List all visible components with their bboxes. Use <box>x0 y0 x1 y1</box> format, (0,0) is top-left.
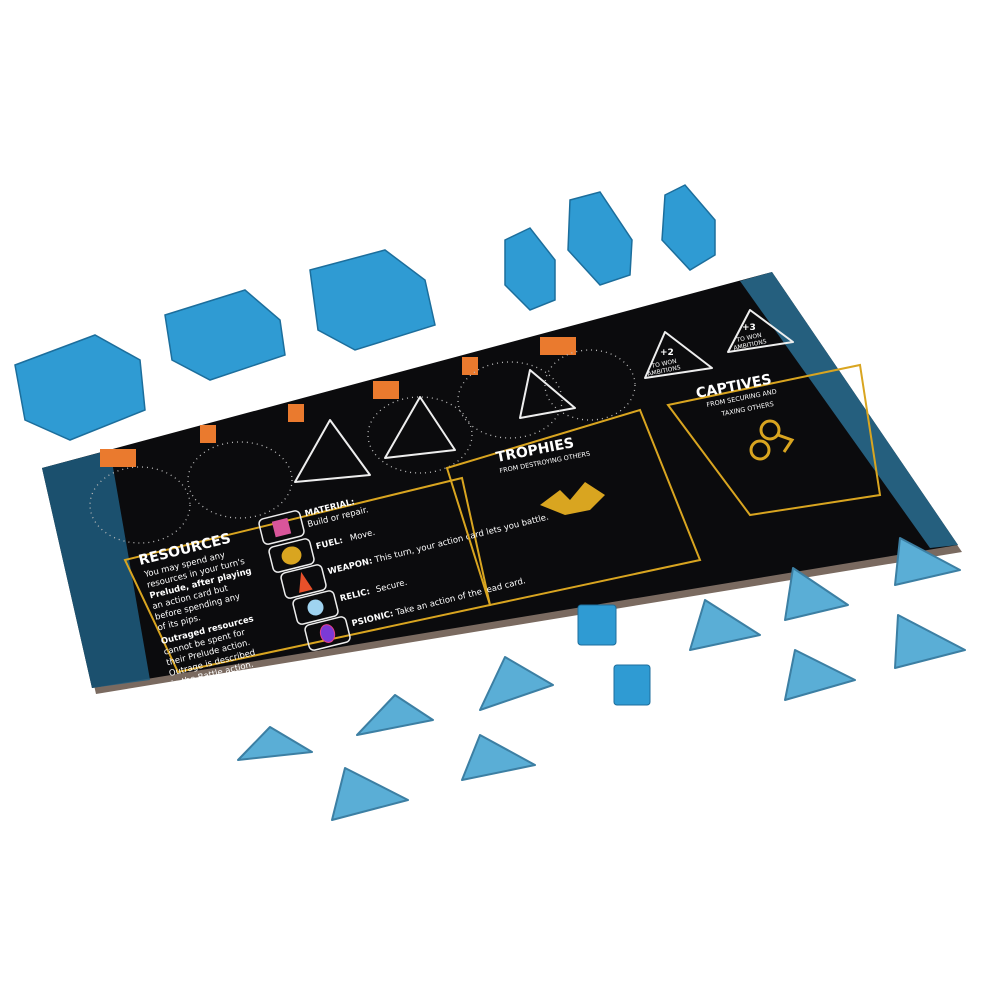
city-token[interactable] <box>237 726 313 761</box>
city-token[interactable] <box>461 734 536 781</box>
player-board: +2 TO WON AMBITIONS +3 TO WON AMBITIONS … <box>42 272 962 694</box>
starport-token[interactable] <box>784 649 856 701</box>
trophy-slot-triangle <box>294 419 371 483</box>
fuel-barrel-icon <box>281 546 302 565</box>
key-tab-3 <box>100 449 136 467</box>
card-slot <box>187 441 293 519</box>
card-slot <box>89 466 191 544</box>
agent-cube[interactable] <box>577 604 617 646</box>
relic-icon <box>307 599 324 616</box>
weapon-rocket-icon <box>299 571 313 593</box>
ambition-bonus: +2 <box>660 348 674 358</box>
handcuffs-icon <box>749 419 795 461</box>
trophy-slot-triangle <box>384 396 456 459</box>
ship-piece[interactable] <box>661 184 716 271</box>
city-token[interactable] <box>479 656 554 711</box>
ship-stack[interactable] <box>309 249 436 351</box>
ambition-bonus-2: +2 TO WON AMBITIONS <box>644 331 713 379</box>
card-slot <box>367 396 473 474</box>
agent-cube[interactable] <box>613 664 651 706</box>
starport-token[interactable] <box>689 599 761 651</box>
ship-piece[interactable] <box>504 227 556 311</box>
trophies-frame <box>445 408 702 607</box>
starport-token[interactable] <box>784 567 849 621</box>
ambition-bonus: +3 <box>742 323 756 333</box>
card-slot <box>544 349 636 421</box>
city-tokens <box>237 656 554 821</box>
key-tabs <box>100 337 576 467</box>
city-token[interactable] <box>331 767 409 821</box>
ship-stack[interactable] <box>14 334 146 441</box>
psionic-icon <box>319 624 336 643</box>
key-tab-3 <box>540 337 576 355</box>
board-surface <box>42 272 958 688</box>
ship-stack[interactable] <box>164 289 286 381</box>
trophy-explosion-icon <box>540 482 605 515</box>
key-tab-2 <box>373 381 399 399</box>
key-tab-1 <box>288 404 304 422</box>
starport-tokens <box>689 537 966 701</box>
ship-piece[interactable] <box>567 191 633 286</box>
key-tab-1 <box>200 425 216 443</box>
board-left-blue-edge <box>42 450 150 688</box>
board-right-blue-edge <box>740 272 958 548</box>
city-token[interactable] <box>356 694 434 736</box>
card-slot <box>457 361 563 439</box>
key-tab-1 <box>462 357 478 375</box>
starport-token[interactable] <box>894 614 966 669</box>
captives-frame <box>666 363 882 517</box>
material-cube-icon <box>271 517 292 538</box>
ship-stacks <box>14 184 716 441</box>
starport-token[interactable] <box>894 537 961 586</box>
trophy-slot-triangle <box>519 369 576 419</box>
ambition-bonus-3: +3 TO WON AMBITIONS <box>727 309 794 353</box>
